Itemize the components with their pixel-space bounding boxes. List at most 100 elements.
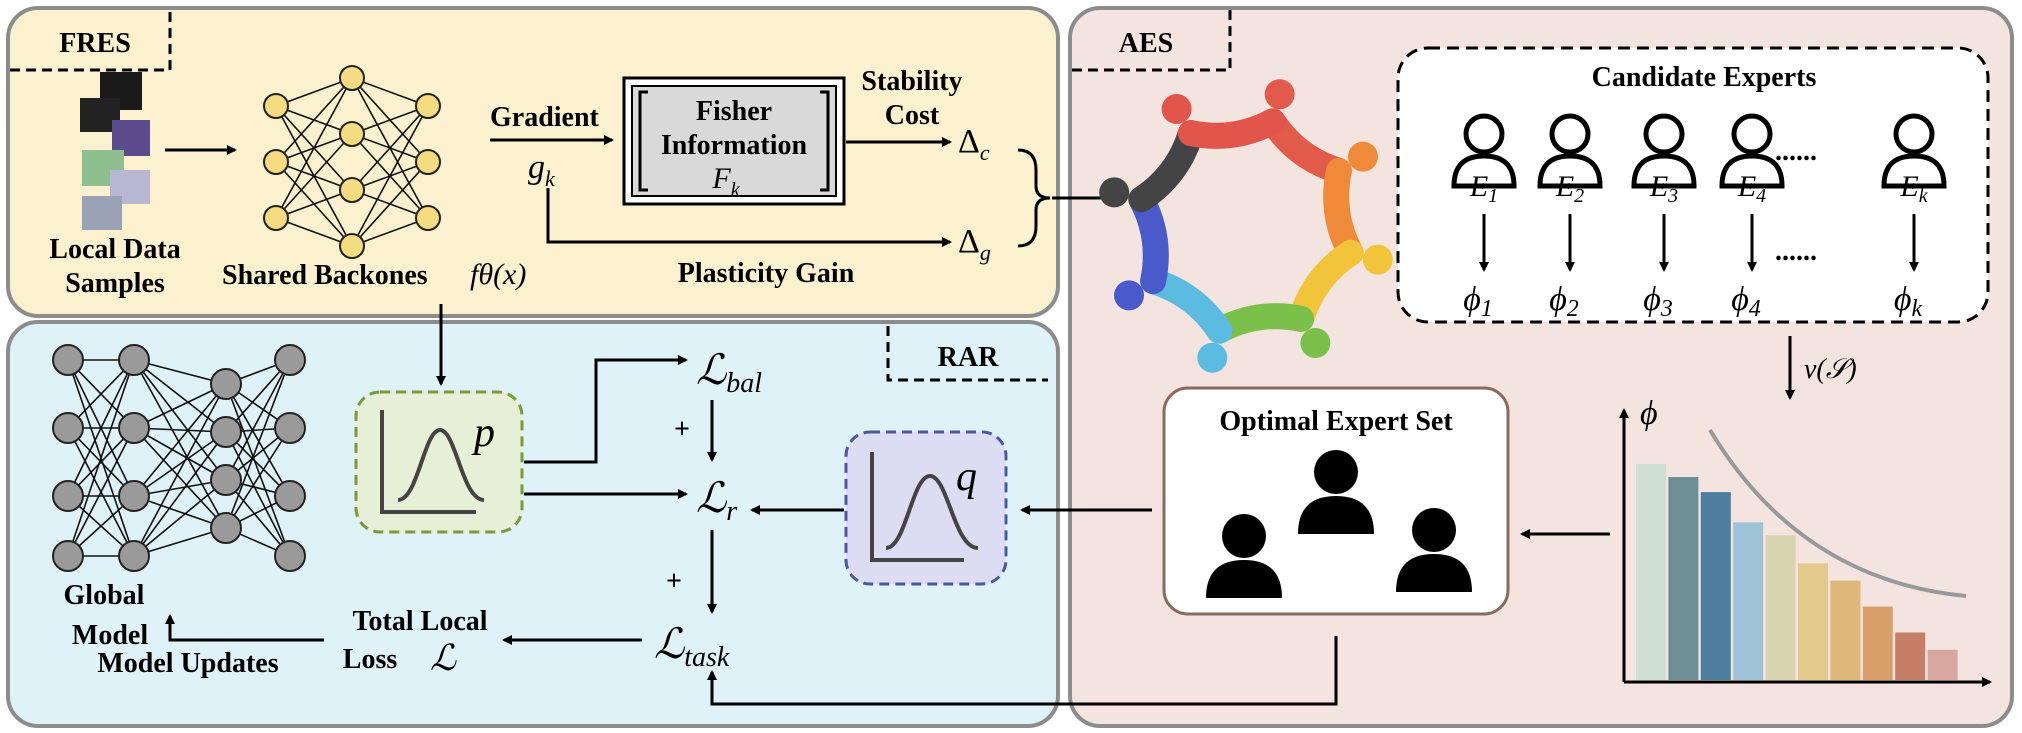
arrow-loss-to-global [165, 614, 324, 642]
neuron-3-2 [274, 480, 306, 512]
bar-7 [1830, 580, 1861, 680]
bar-4 [1733, 522, 1764, 680]
ring-head [1099, 177, 1130, 208]
neuron-1-3 [118, 540, 150, 572]
ring-head [1300, 327, 1331, 358]
aes-tag: AES [1072, 10, 1232, 72]
value-function: v(𝒮) [1804, 354, 1857, 385]
neuron-2-1 [210, 416, 242, 448]
plus-1: + [674, 414, 690, 445]
fisher-information-box: Fisher Information Fk [622, 76, 846, 206]
neuron-3-1 [274, 412, 306, 444]
local-data-label-2: Samples [65, 268, 165, 299]
rar-title: RAR [938, 342, 999, 373]
p-distribution-box: p [354, 390, 524, 534]
local-data-label-1: Local Data [49, 234, 180, 265]
fisher-label-2: Information [661, 130, 808, 161]
fres-title: FRES [59, 28, 131, 59]
neuron-1-0 [118, 344, 150, 376]
expert-2: E2 ϕ2 [1540, 116, 1600, 322]
gradient-label: Gradient [490, 102, 600, 133]
arrow-p-to-l-bal [524, 355, 688, 464]
neuron-0-3 [52, 540, 84, 572]
team-ring-icon [1099, 79, 1393, 373]
global-model-label-2: Model [72, 620, 148, 651]
candidate-experts-title: Candidate Experts [1592, 62, 1817, 93]
neuron-2-0 [210, 368, 242, 400]
arrow-optimal-to-l-task [707, 636, 1338, 706]
expert-label: E3 [1649, 170, 1678, 207]
total-loss-label-2: Loss [343, 644, 398, 675]
shapley-decay-curve [1708, 428, 1967, 598]
ring-arm [1177, 108, 1286, 149]
l-r: ℒr [696, 476, 737, 527]
neuron-2-0 [415, 93, 441, 119]
bar-2 [1668, 476, 1699, 680]
total-loss-symbol: ℒ [430, 638, 457, 678]
l-task: ℒtask [654, 622, 730, 673]
l-bal: ℒbal [696, 348, 762, 399]
global-model-label-1: Global [64, 580, 145, 611]
ring-head [1347, 141, 1378, 172]
q-distribution-box: q [844, 430, 1008, 586]
bar-5 [1765, 535, 1796, 680]
ring-head [1161, 94, 1192, 125]
ring-head [1197, 342, 1228, 373]
backbone-math: fθ(x) [470, 258, 526, 291]
optimal-expert-set-title: Optimal Expert Set [1219, 406, 1453, 437]
neuron-1-2 [118, 480, 150, 512]
experts-ellipsis-top: ...... [1775, 136, 1817, 167]
aes-title: AES [1119, 28, 1173, 59]
neuron-3-3 [274, 540, 306, 572]
bar-1 [1636, 464, 1666, 680]
q-symbol: q [956, 454, 977, 500]
delta-c: Δc [958, 123, 990, 165]
expert-label: E1 [1469, 170, 1498, 207]
p-symbol: p [471, 410, 495, 456]
expert-phi: ϕ4 [1731, 281, 1761, 322]
neuron-2-1 [415, 149, 441, 175]
plasticity-label: Plasticity Gain [678, 258, 855, 289]
fisher-label-1: Fisher [696, 96, 772, 127]
ring-head [1362, 244, 1393, 275]
stability-label-2: Cost [885, 100, 940, 131]
global-model-network [52, 344, 306, 572]
expert-phi: ϕ2 [1549, 281, 1579, 322]
expert-label: E4 [1737, 170, 1766, 207]
ring-head [1114, 280, 1145, 311]
neuron-0-0 [52, 344, 84, 376]
arrow-gradient-to-delta-g [546, 188, 952, 247]
rar-tag: RAR [886, 326, 1048, 382]
neuron-0-2 [263, 205, 289, 231]
stability-label-1: Stability [861, 66, 962, 97]
local-data-thumbnails [80, 72, 150, 230]
experts-ellipsis-bottom: ...... [1775, 236, 1817, 267]
bar-3 [1700, 492, 1731, 680]
neuron-1-1 [339, 121, 365, 147]
neuron-0-0 [263, 93, 289, 119]
expert-4: E4 ϕ4 [1722, 116, 1782, 322]
neuron-0-1 [52, 412, 84, 444]
neuron-3-0 [274, 344, 306, 376]
neuron-0-2 [52, 480, 84, 512]
shapley-chart: ϕ [1619, 395, 1992, 687]
expert-phi: ϕk [1894, 281, 1923, 322]
bar-10 [1927, 649, 1958, 680]
neuron-2-3 [210, 512, 242, 544]
neuron-1-1 [118, 412, 150, 444]
expert-3: E3 ϕ3 [1634, 116, 1694, 322]
brace [1017, 148, 1051, 248]
ring-head [1264, 79, 1295, 110]
expert-label: E2 [1555, 170, 1584, 207]
backbone-label: Shared Backones [222, 260, 428, 291]
bar-9 [1895, 632, 1926, 680]
neuron-1-0 [339, 65, 365, 91]
chart-y-label: ϕ [1640, 395, 1658, 432]
expert-phi: ϕ3 [1643, 281, 1673, 322]
neuron-2-2 [415, 205, 441, 231]
bar-8 [1862, 606, 1893, 680]
